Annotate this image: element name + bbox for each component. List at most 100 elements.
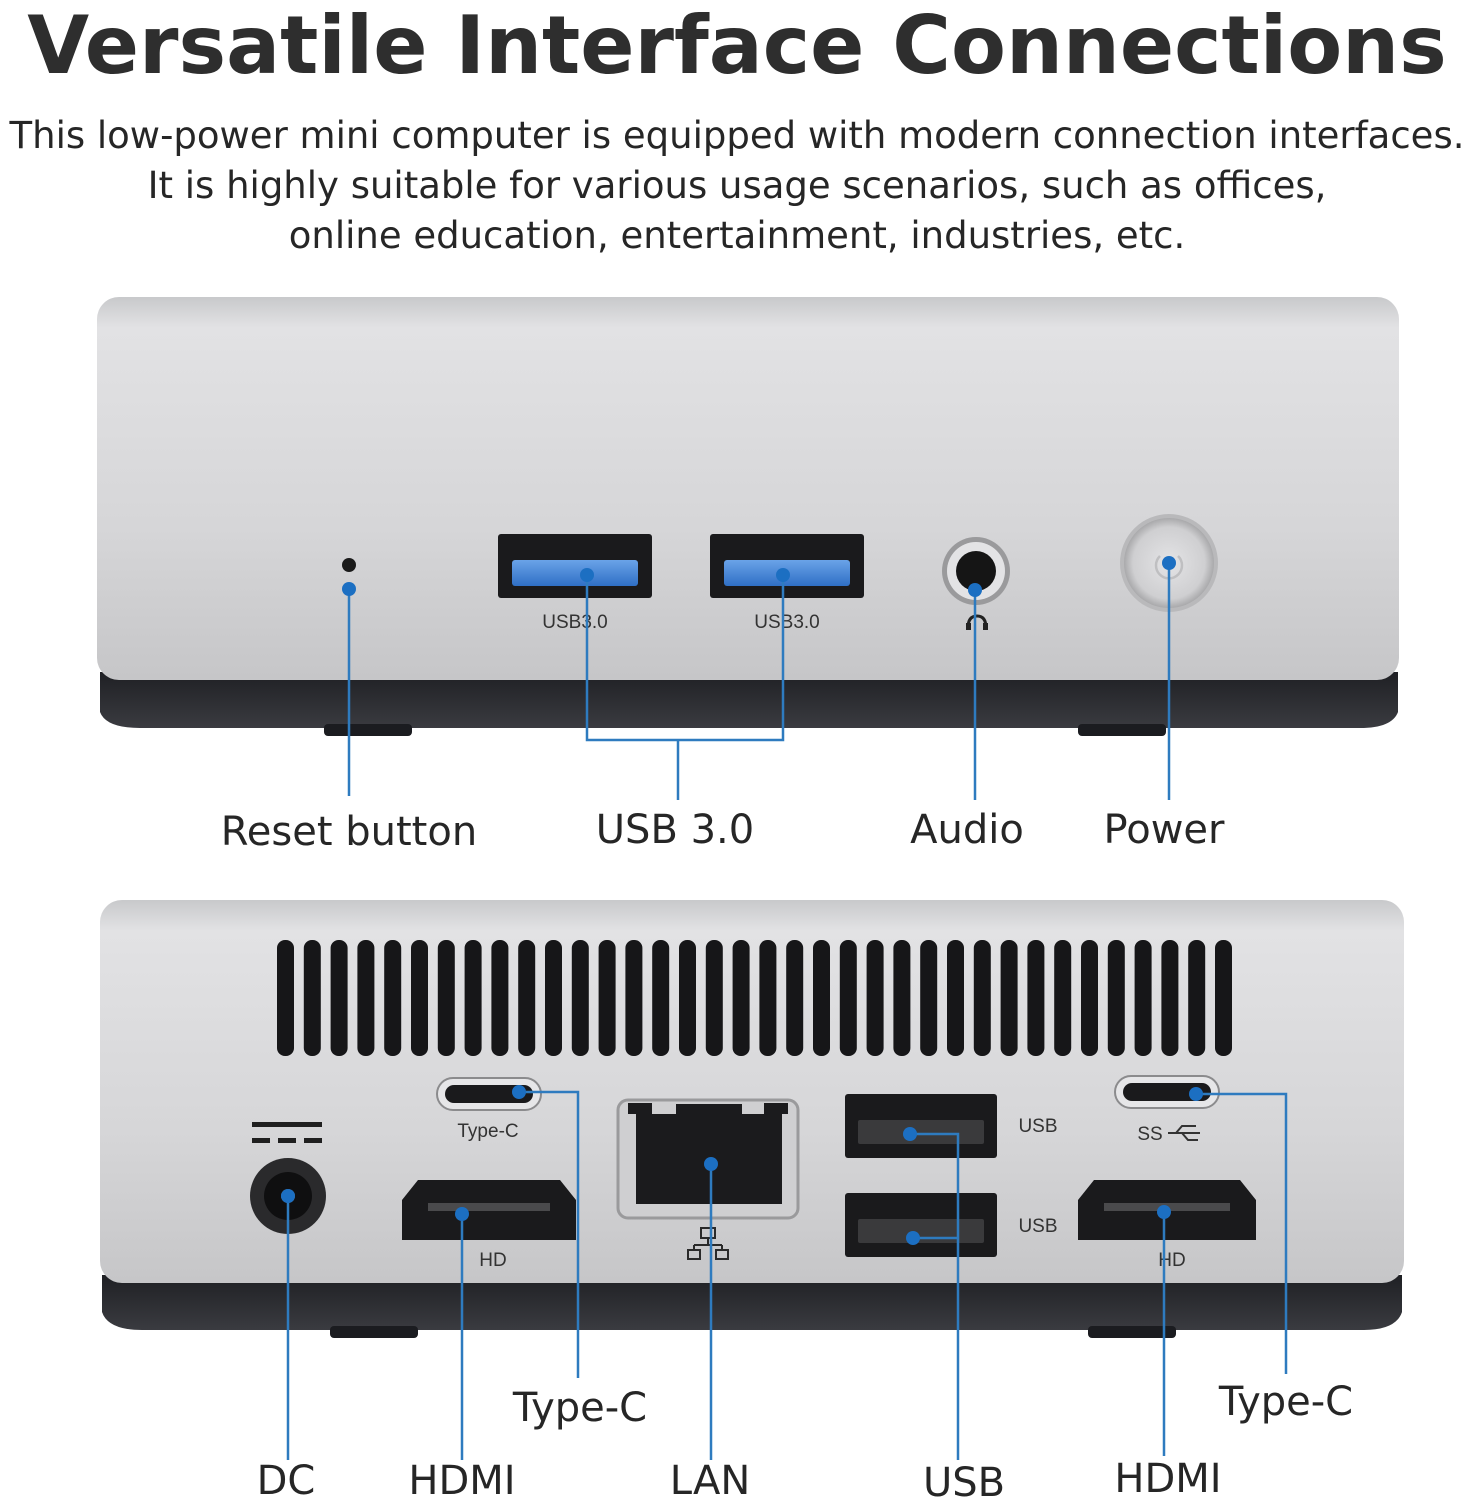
hdmi-right-port-text: HD	[1158, 1250, 1185, 1271]
vent-slot	[679, 940, 696, 1056]
usb-rear-bottom-text: USB	[1018, 1216, 1057, 1237]
description-line-3: online education, entertainment, industr…	[288, 214, 1186, 257]
vent-slot	[920, 940, 938, 1056]
headphone-icon	[966, 614, 988, 630]
typec-right-callout-dot	[1189, 1087, 1203, 1101]
vent-slot	[1027, 940, 1045, 1056]
superspeed-text: SS	[1137, 1124, 1162, 1145]
vent-slot	[1000, 940, 1018, 1056]
vent-slot	[1054, 940, 1072, 1056]
front-device: USB3.0 USB3.0	[97, 297, 1399, 736]
rear-foot-left	[330, 1326, 418, 1338]
label-lan: LAN	[670, 1458, 751, 1500]
vent-slot	[598, 940, 616, 1056]
vent-slot	[705, 940, 723, 1056]
page-title: Versatile Interface Connections	[27, 0, 1447, 92]
vent-slot	[1134, 940, 1152, 1056]
reset-hole	[342, 558, 356, 572]
hdmi-left-callout-dot	[455, 1207, 469, 1221]
label-usb3: USB 3.0	[596, 807, 754, 853]
label-power: Power	[1104, 807, 1225, 853]
label-typec-right: Type-C	[1218, 1379, 1353, 1425]
lan-led-left	[628, 1103, 652, 1114]
vent-slot	[625, 940, 643, 1056]
label-audio: Audio	[910, 807, 1024, 853]
vent-slot	[813, 940, 830, 1056]
typec-port-left-slot	[445, 1085, 533, 1103]
vent-slot	[384, 940, 402, 1056]
vent-slot	[571, 940, 589, 1056]
typec-port-right-slot	[1123, 1083, 1211, 1101]
label-dc: DC	[257, 1458, 316, 1500]
label-hdmi-right: HDMI	[1114, 1456, 1221, 1500]
usb-trident-icon	[1168, 1125, 1200, 1141]
vent-slot	[652, 940, 670, 1056]
power-callout-dot	[1162, 556, 1176, 570]
vent-slot	[303, 940, 321, 1056]
usb-rear-callout-line-top	[910, 1132, 960, 1460]
rear-base	[102, 1275, 1402, 1330]
vent-slot	[759, 940, 777, 1056]
vent-slot	[1107, 940, 1125, 1056]
vent-slot	[277, 940, 294, 1056]
vent-slot	[411, 940, 428, 1056]
description-line-1: This low-power mini computer is equipped…	[9, 114, 1465, 157]
vent-slot	[437, 940, 455, 1056]
rear-device: Type-C HD USB USB SS	[100, 900, 1404, 1338]
vent-slot	[1188, 940, 1206, 1056]
dc-callout-dot	[281, 1189, 295, 1203]
label-usb-rear: USB	[923, 1460, 1005, 1500]
vent-slot	[491, 940, 509, 1056]
typec-left-port-text: Type-C	[457, 1121, 518, 1142]
usb-port-rear-bottom-tongue	[858, 1219, 984, 1243]
vent-slot	[973, 940, 991, 1056]
usb-rear-callout-dot-2	[906, 1231, 920, 1245]
vent-slot	[464, 940, 482, 1056]
typec-left-callout-dot	[512, 1085, 526, 1099]
vent-slot	[357, 940, 375, 1056]
label-hdmi-left: HDMI	[408, 1458, 515, 1500]
vent-slot	[947, 940, 964, 1056]
lan-callout-dot	[704, 1157, 718, 1171]
usb3-callout-dot-1	[580, 568, 594, 582]
hdmi-right-callout-dot	[1157, 1205, 1171, 1219]
lan-led-right	[764, 1103, 788, 1114]
usb3-callout-line	[585, 575, 785, 742]
hdmi-left-port-text: HD	[479, 1250, 506, 1271]
vent-slot	[839, 940, 857, 1056]
front-base	[100, 672, 1398, 728]
rear-foot-right	[1088, 1326, 1176, 1338]
usb-rear-callout-dot-1	[903, 1127, 917, 1141]
front-callouts	[342, 556, 1176, 800]
typec-left-callout-line	[519, 1090, 580, 1378]
description-line-2: It is highly suitable for various usage …	[147, 164, 1327, 207]
usb-rear-top-text: USB	[1018, 1116, 1057, 1137]
usb-port-rear-top-tongue	[858, 1120, 984, 1144]
network-icon	[687, 1227, 729, 1260]
hdmi-port-left-tongue	[428, 1203, 550, 1211]
front-foot-left	[324, 724, 412, 736]
vent-slot	[330, 940, 348, 1056]
vent-slot	[1081, 940, 1098, 1056]
usb3-callout-dot-2	[776, 568, 790, 582]
vent-slot	[732, 940, 750, 1056]
rear-callouts	[281, 1085, 1288, 1460]
vent-slot	[786, 940, 804, 1056]
vent-slot	[545, 940, 562, 1056]
label-reset-button: Reset button	[221, 809, 477, 855]
typec-right-callout-line	[1196, 1092, 1288, 1374]
vent-slot	[1161, 940, 1179, 1056]
reset-callout-dot	[342, 582, 356, 596]
vent-slot	[518, 940, 536, 1056]
audio-jack-hole	[956, 551, 996, 591]
usb-port-front-2-text: USB3.0	[754, 612, 819, 633]
dc-symbol-icon	[252, 1122, 322, 1143]
vent-slot	[893, 940, 911, 1056]
vent-slot	[1215, 940, 1232, 1056]
label-typec-left: Type-C	[512, 1385, 647, 1431]
front-chassis	[97, 297, 1399, 680]
audio-callout-dot	[968, 583, 982, 597]
vent-grille	[277, 940, 1232, 1056]
lan-port-opening	[636, 1104, 782, 1204]
